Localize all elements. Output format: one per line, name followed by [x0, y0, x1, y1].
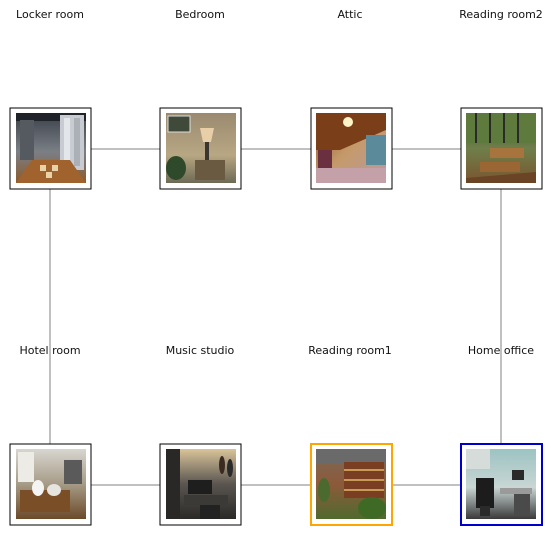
node-label: Bedroom — [175, 8, 225, 21]
node-bedroom[interactable]: Bedroom — [159, 8, 242, 190]
node-reading-room2[interactable]: Reading room2 — [459, 8, 543, 190]
node-music-studio[interactable]: Music studio — [159, 344, 242, 526]
node-label: Home office — [468, 344, 534, 357]
node-attic[interactable]: Attic — [310, 8, 393, 190]
node-label: Reading room2 — [459, 8, 543, 21]
node-hotel-room[interactable]: Hotel room — [9, 344, 92, 526]
reading-room1-thumbnail — [316, 449, 386, 519]
node-home-office[interactable]: Home office — [460, 344, 543, 526]
node-label: Hotel room — [19, 344, 80, 357]
attic-thumbnail — [316, 113, 386, 183]
home-office-thumbnail — [466, 449, 536, 519]
bedroom-thumbnail — [166, 113, 236, 183]
node-label: Music studio — [166, 344, 235, 357]
reading-room2-thumbnail — [466, 113, 536, 183]
music-studio-thumbnail — [166, 449, 236, 519]
node-label: Locker room — [16, 8, 84, 21]
node-label: Attic — [337, 8, 362, 21]
node-label: Reading room1 — [308, 344, 392, 357]
node-reading-room1[interactable]: Reading room1 — [308, 344, 393, 526]
locker-room-thumbnail — [16, 113, 86, 183]
edges — [49, 148, 502, 486]
hotel-room-thumbnail — [16, 449, 86, 519]
node-locker-room[interactable]: Locker room — [9, 8, 92, 190]
